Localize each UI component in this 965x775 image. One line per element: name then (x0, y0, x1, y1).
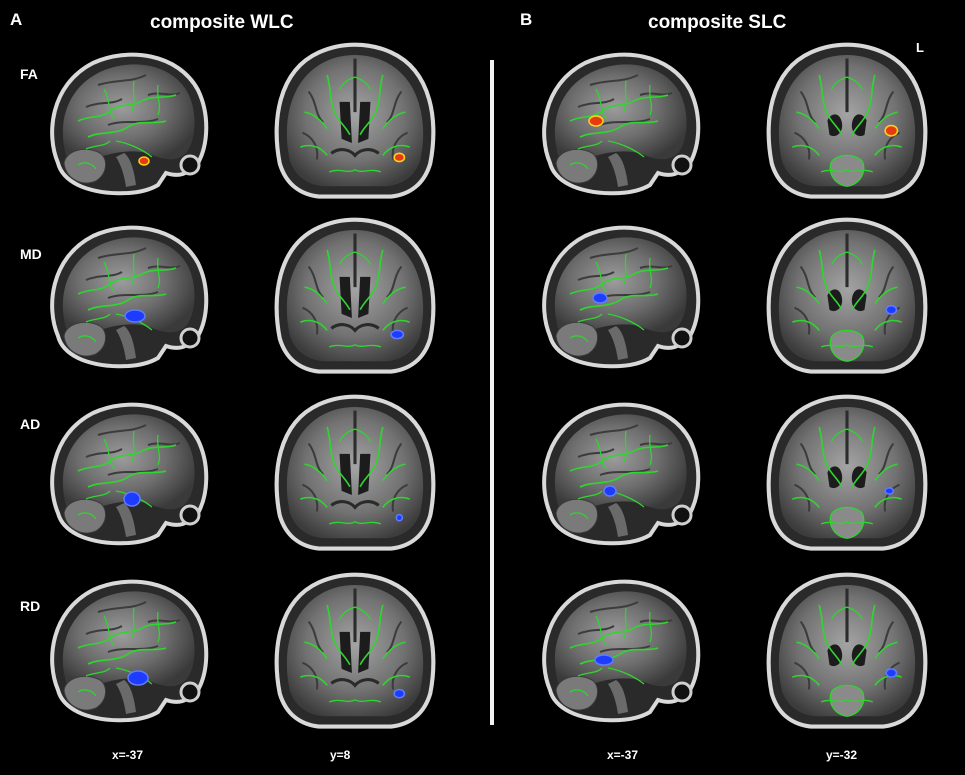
panel-a-md-coronal-slice (260, 215, 450, 385)
panel-b-title: composite SLC (648, 12, 787, 33)
panel-b-sagittal-coordinate: x=-37 (607, 748, 639, 762)
panel-b-ad-coronal-slice (752, 392, 942, 562)
panel-a-title: composite WLC (150, 12, 294, 33)
panel-a-md-sagittal-slice (38, 218, 213, 378)
panel-a-sagittal-coordinate: x=-37 (112, 748, 144, 762)
panel-b-rd-coronal-slice (752, 570, 942, 740)
panel-b-rd-sagittal-slice (530, 572, 705, 732)
panel-a-fa-sagittal-slice (38, 45, 213, 205)
panel-a-fa-coronal-slice (260, 40, 450, 210)
panel-b-fa-coronal-slice (752, 40, 942, 210)
panel-a-ad-coronal-slice (260, 392, 450, 562)
panel-a-letter: A (10, 10, 23, 29)
panel-a-rd-coronal-slice (260, 570, 450, 740)
row-label-rd: RD (20, 598, 41, 614)
left-hemisphere-marker: L (916, 40, 924, 55)
row-label-fa: FA (20, 66, 38, 82)
panel-a-coronal-coordinate: y=8 (330, 748, 351, 762)
panel-a-ad-sagittal-slice (38, 395, 213, 555)
row-label-md: MD (20, 246, 42, 262)
row-label-ad: AD (20, 416, 41, 432)
panel-b-coronal-coordinate: y=-32 (826, 748, 858, 762)
panel-b-md-sagittal-slice (530, 218, 705, 378)
panel-a-rd-sagittal-slice (38, 572, 213, 732)
panel-b-ad-sagittal-slice (530, 395, 705, 555)
panel-b-fa-sagittal-slice (530, 45, 705, 205)
panel-divider (490, 60, 494, 725)
panel-b-md-coronal-slice (752, 215, 942, 385)
panel-b-letter: B (520, 10, 533, 29)
